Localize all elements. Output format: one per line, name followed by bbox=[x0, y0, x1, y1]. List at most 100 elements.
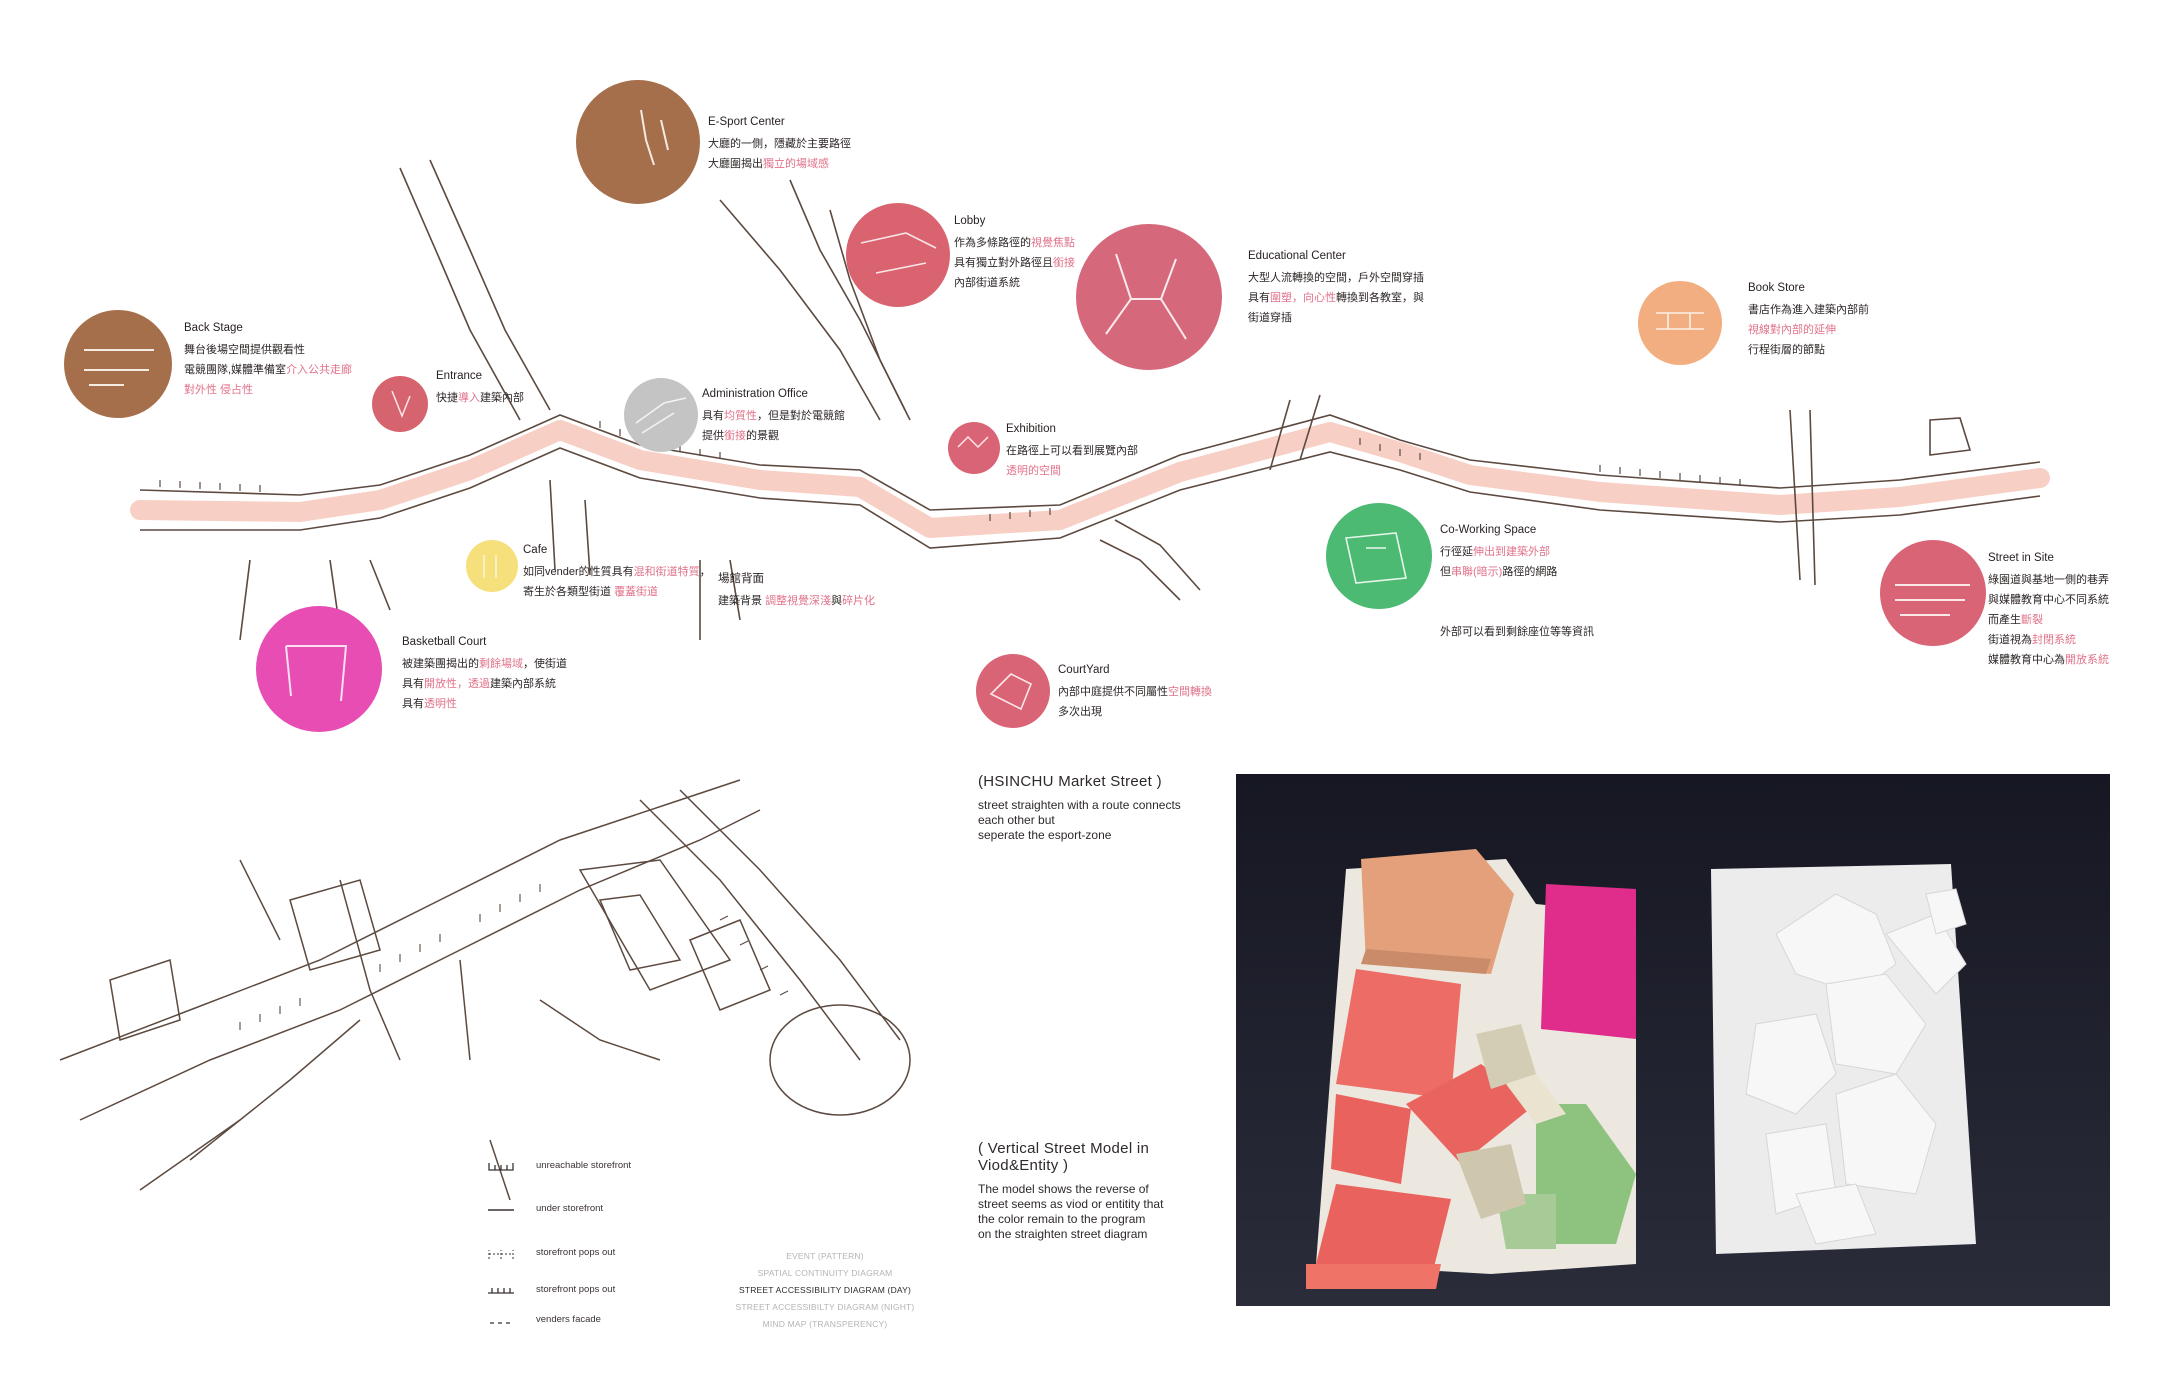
caption-market-street: (HSINCHU Market Street ) street straight… bbox=[978, 773, 1181, 843]
legend-label: under storefront bbox=[536, 1203, 604, 1214]
annotation-highlight: 調整視覺深淺 bbox=[765, 595, 832, 607]
caption-model-title-2: Viod&Entity ) bbox=[978, 1157, 1069, 1174]
annotation-highlight: 伸出到建築外部 bbox=[1473, 546, 1550, 558]
bookstore-circle-icon bbox=[1638, 281, 1722, 365]
annotation-text: 被建築團揭出的 bbox=[402, 658, 479, 670]
annotation-title: Book Store bbox=[1748, 282, 1805, 294]
model-photo-drawing bbox=[1236, 774, 2110, 1306]
annotation-highlight: 介入公共走廊 bbox=[286, 364, 353, 376]
annotation-line: 綠園道與基地一側的巷弄 bbox=[1988, 570, 2109, 590]
annotation-coworking-note: 外部可以看到剩餘座位等等資訊 bbox=[1440, 622, 1594, 642]
annotation-line: 內部街道系統 bbox=[954, 273, 1075, 293]
annotation-line: 在路徑上可以看到展覽內部 bbox=[1006, 441, 1138, 461]
annotation-text: 具有 bbox=[702, 410, 724, 422]
annotation-line: 大廳圍揭出獨立的場域感 bbox=[708, 154, 851, 174]
annotation-text: 內部中庭提供不同屬性 bbox=[1058, 686, 1168, 698]
annotation-text: 具有 bbox=[402, 678, 424, 690]
annotation-text: 大型人流轉換的空間，戶外空間穿插 bbox=[1248, 272, 1424, 284]
annotation-line: 具有透明性 bbox=[402, 694, 567, 714]
diagram-index-item: STREET ACCESSIBILITY DIAGRAM (DAY) bbox=[738, 1285, 912, 1295]
annotation-title: Entrance bbox=[436, 370, 483, 382]
annotation-line: 大廳的一側，隱藏於主要路徑 bbox=[708, 134, 851, 154]
annotation-text: 建築背景 bbox=[718, 595, 766, 607]
annotation-title: 場館背面 bbox=[718, 573, 764, 585]
annotation-highlight: 覆蓋街道 bbox=[614, 586, 659, 598]
annotation-highlight: 導入 bbox=[458, 392, 480, 404]
annotation-text: 內部街道系統 bbox=[954, 277, 1020, 289]
annotation-bookstore: Book Store 書店作為進入建築內部前視線對內部的延伸行程街層的節點 bbox=[1748, 278, 1869, 360]
annotation-line: 行程街層的節點 bbox=[1748, 340, 1869, 360]
caption-market-line: street straighten with a route connects bbox=[978, 798, 1181, 812]
annotation-highlight: 均質性 bbox=[724, 410, 757, 422]
route-highlight bbox=[130, 420, 2050, 538]
exhibition-circle-icon bbox=[948, 422, 1000, 474]
entrance-circle-icon bbox=[372, 376, 428, 432]
annotation-text: 電競團隊,媒體準備室 bbox=[184, 364, 287, 376]
annotation-line: 而產生斷裂 bbox=[1988, 610, 2109, 630]
annotation-text: 在路徑上可以看到展覽內部 bbox=[1006, 445, 1138, 457]
legend-icon-under bbox=[488, 1209, 514, 1211]
diagram-index-item: SPATIAL CONTINUITY DIAGRAM bbox=[757, 1268, 893, 1278]
annotation-educational: Educational Center 大型人流轉換的空間，戶外空間穿插具有圍塑，向… bbox=[1248, 246, 1424, 328]
annotation-line: 透明的空間 bbox=[1006, 461, 1138, 481]
annotation-title: Lobby bbox=[954, 215, 986, 227]
street-route-map bbox=[130, 159, 2050, 641]
annotation-text: 書店作為進入建築內部前 bbox=[1748, 304, 1869, 316]
annotation-line: 街道視為封閉系統 bbox=[1988, 630, 2109, 650]
annotation-text: 具有 bbox=[402, 698, 424, 710]
annotation-text: ，使街道 bbox=[523, 658, 567, 670]
annotation-highlight: 開放性，透過 bbox=[424, 678, 490, 690]
annotation-title: Street in Site bbox=[1988, 552, 2054, 564]
annotation-highlight: 視覺焦點 bbox=[1031, 237, 1075, 249]
storefront-ticks bbox=[159, 421, 1741, 521]
annotation-title: Back Stage bbox=[184, 322, 243, 334]
annotation-text: 快捷 bbox=[436, 392, 458, 404]
legend: unreachable storefront under storefront … bbox=[488, 1158, 668, 1338]
caption-model-line: the color remain to the program bbox=[978, 1212, 1146, 1226]
street-edges bbox=[139, 159, 2041, 641]
annotation-text: 但 bbox=[1440, 566, 1451, 578]
model-photo bbox=[1236, 774, 2110, 1306]
annotation-text: ，但是對於電競館 bbox=[757, 410, 845, 422]
basketball-circle-icon bbox=[256, 606, 382, 732]
annotation-text: 舞台後場空間提供觀看性 bbox=[184, 344, 305, 356]
legend-label: unreachable storefront bbox=[536, 1160, 632, 1171]
caption-model-title: ( Vertical Street Model in bbox=[978, 1140, 1150, 1157]
annotation-text: 具有 bbox=[1248, 292, 1270, 304]
diagram-index-item: EVENT (PATTERN) bbox=[786, 1251, 864, 1261]
legend-icon-pops-out-2 bbox=[488, 1288, 514, 1294]
annotation-line: 舞台後場空間提供觀看性 bbox=[184, 340, 352, 360]
annotation-esport: E-Sport Center 大廳的一側，隱藏於主要路徑大廳圍揭出獨立的場域感 bbox=[708, 112, 851, 174]
annotation-text: 街道穿插 bbox=[1248, 312, 1292, 324]
annotation-text: 與 bbox=[831, 595, 843, 607]
caption-model-line: street seems as viod or entitity that bbox=[978, 1197, 1164, 1211]
annotation-highlight: 透明的空間 bbox=[1006, 465, 1061, 477]
annotation-line: 電競團隊,媒體準備室介入公共走廊 bbox=[184, 360, 352, 380]
diagram-index-item: MIND MAP (TRANSPERENCY) bbox=[762, 1319, 888, 1329]
annotation-highlight: 碎片化 bbox=[842, 595, 876, 607]
admin-circle-icon bbox=[624, 378, 698, 452]
backstage-circle-icon bbox=[64, 310, 172, 418]
annotation-title: CourtYard bbox=[1058, 664, 1110, 676]
annotation-line: 寄生於各類型街道 覆蓋街道 bbox=[523, 582, 711, 602]
caption-market-line: seperate the esport-zone bbox=[978, 828, 1112, 842]
streetsite-circle-icon bbox=[1880, 540, 1986, 646]
annotation-text: 而產生 bbox=[1988, 614, 2021, 626]
annotation-title: E-Sport Center bbox=[708, 116, 785, 128]
diagram-index: EVENT (PATTERN) SPATIAL CONTINUITY DIAGR… bbox=[720, 1248, 930, 1333]
annotation-highlight: 斷裂 bbox=[2021, 614, 2043, 626]
esport-circle-icon bbox=[576, 80, 700, 204]
annotation-text: 具有獨立對外路徑且 bbox=[954, 257, 1053, 269]
annotation-highlight: 視線對內部的延伸 bbox=[1748, 324, 1836, 336]
legend-icon-pops-out bbox=[488, 1250, 514, 1259]
courtyard-circle-icon bbox=[976, 654, 1050, 728]
annotation-highlight: 圍塑，向心性 bbox=[1270, 292, 1336, 304]
annotation-title: Cafe bbox=[523, 544, 548, 556]
annotation-arena-back: 場館背面建築背景 調整視覺深淺與碎片化 bbox=[718, 569, 875, 611]
annotation-title: Educational Center bbox=[1248, 250, 1346, 262]
annotation-text: 外部可以看到剩餘座位等等資訊 bbox=[1440, 626, 1594, 638]
annotation-line: 具有開放性，透過建築內部系統 bbox=[402, 674, 567, 694]
